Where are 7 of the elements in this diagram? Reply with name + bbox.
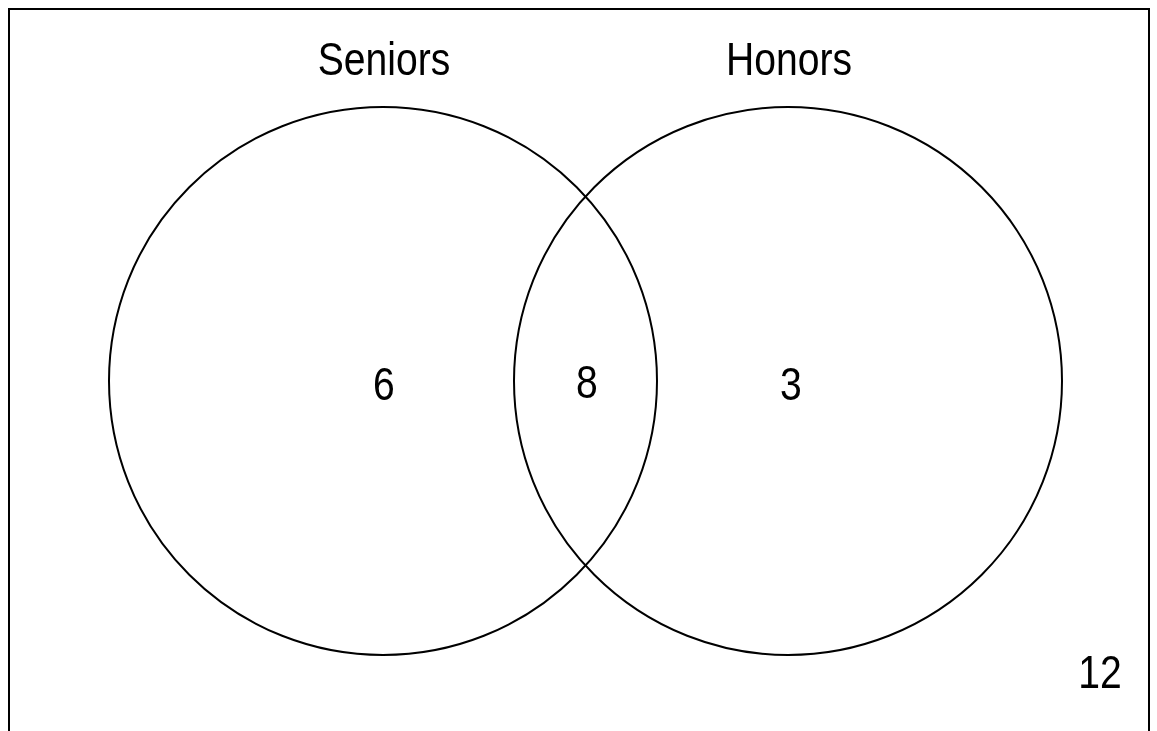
universal-set-frame bbox=[8, 8, 1150, 731]
region-count: 3 bbox=[780, 361, 802, 407]
set-title: Seniors bbox=[317, 36, 451, 82]
set-title: Honors bbox=[725, 36, 853, 82]
outside-count: 12 bbox=[1078, 649, 1122, 695]
intersection-count: 8 bbox=[576, 359, 598, 405]
region-count: 6 bbox=[373, 361, 395, 407]
